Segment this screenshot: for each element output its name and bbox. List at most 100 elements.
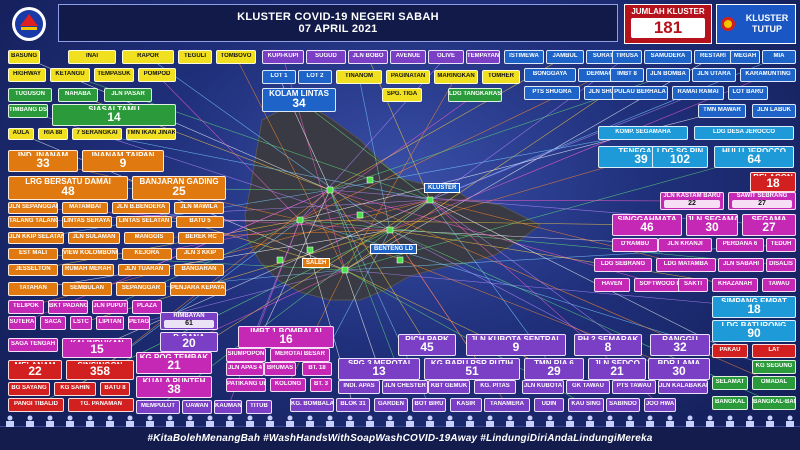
cluster-name: KHAZANAH (718, 280, 752, 287)
cluster-name: 7 SERANGKAI (76, 129, 118, 136)
person-icon (226, 421, 234, 427)
cluster-name: JLN KKIP SELATAN (9, 233, 63, 240)
cluster-count: 18 (766, 176, 780, 190)
cluster-name: BEREK RC (185, 233, 217, 240)
cluster-box: MATAMBAI (62, 202, 108, 214)
cluster-box: BASUNG (8, 50, 40, 64)
person-icon (746, 421, 754, 427)
cluster-name: TANAMERA (490, 400, 524, 407)
map-marker-icon (396, 256, 404, 264)
cluster-name: JLN LABUK (757, 106, 791, 113)
cluster-name: JLN MAWILA (180, 203, 218, 210)
cluster-box: JLN 3 KKIP (176, 248, 224, 260)
cluster-name: MANGGIS (134, 233, 164, 240)
cluster-box: LINTAS SELATAN (116, 216, 172, 228)
connector-line (329, 132, 644, 191)
cluster-name: BELACON (751, 173, 795, 176)
cluster-count: 45 (420, 340, 434, 354)
person-icon (586, 421, 594, 427)
cluster-box: KALINDUKAN15 (62, 338, 132, 358)
cluster-name: BANJARAN GADING (139, 177, 219, 184)
cluster-name: DISALIS (769, 260, 793, 267)
cluster-name: KG BARU PSR PUTIH (430, 359, 514, 364)
cluster-name: OLIVE (436, 52, 455, 59)
total-clusters-label: JUMLAH KLUSTER (631, 7, 705, 16)
cluster-count: 21 (167, 358, 181, 372)
cluster-name: SABINDO (609, 400, 637, 407)
cluster-box: PLAZA (132, 300, 162, 314)
cluster-name: HULU JEROCCO (721, 147, 786, 152)
cluster-name: PLAZA (137, 302, 157, 309)
person-icon (587, 415, 593, 421)
cluster-box: LOT BARU (728, 86, 768, 100)
person-icon (247, 415, 253, 421)
cluster-box: MEROTAI BESAR (270, 348, 330, 362)
cluster-name: TOMHER (488, 72, 514, 79)
connector-line (389, 229, 609, 346)
cluster-name: PH 2 SEMARAK (577, 335, 639, 340)
cluster-name: MIA (773, 52, 785, 59)
cluster-name: SINSINGON (67, 361, 133, 364)
title-bar: KLUSTER COVID-19 NEGERI SABAH 07 APRIL 2… (58, 4, 618, 42)
person-icon (86, 421, 94, 427)
cluster-name: SOFTWOOD LD (639, 280, 685, 287)
cluster-box: JLN PUPUT (92, 300, 128, 314)
cluster-name: TOMBOVO (220, 52, 252, 59)
cluster-box: RAMAI RAMAI (672, 86, 724, 100)
cluster-name: JLN SEGAMA (687, 215, 737, 220)
cluster-name: RAPOR (137, 52, 159, 59)
person-icon (547, 415, 553, 421)
person-icon (527, 415, 533, 421)
sabah-landmass (244, 99, 541, 301)
cluster-name: GK TAWAU (572, 382, 604, 389)
cluster-name: TATAHAN (19, 284, 47, 291)
cluster-name: SIMPANG EMPAT (721, 297, 787, 302)
cluster-name: KOLONG (274, 380, 302, 387)
cluster-name: RANGGU (662, 335, 698, 340)
cluster-name: INDI. APAS (343, 382, 375, 389)
cluster-name: LOT BARU (732, 88, 764, 95)
cluster-box: AVENUE (390, 50, 426, 64)
person-icon (286, 421, 294, 427)
person-icon (707, 415, 713, 421)
cluster-box: TATAHAN (8, 282, 58, 296)
person-icon (387, 415, 393, 421)
person-icon (786, 421, 794, 427)
cluster-box: PAKAU (712, 344, 748, 358)
person-icon (687, 415, 693, 421)
cluster-name: SURAT (592, 52, 614, 59)
person-icon (147, 415, 153, 421)
cluster-box: KOMP. SEGAMAHA (598, 126, 688, 140)
cluster-box: KARAMUNTING (740, 68, 796, 82)
cluster-box: JLN BOBO (348, 50, 388, 64)
person-icon (486, 421, 494, 427)
connector-line (298, 99, 431, 201)
cluster-name: SPG 3 MEROTAI (347, 359, 411, 364)
cluster-box: LDG TANGKARASON (448, 88, 502, 102)
cluster-box: PAGINATAN (386, 70, 430, 84)
cluster-name: KBT GEMUK (430, 382, 468, 389)
cluster-count: 8 (604, 340, 612, 354)
map-marker-icon (356, 211, 364, 219)
cluster-box: KASIR (450, 398, 482, 412)
cluster-box: D GANA20 (160, 332, 218, 352)
cluster-name: SEPANGGAR (121, 284, 161, 291)
cluster-box: PETAGAS (128, 316, 150, 330)
cluster-name: JLN PASAR (111, 90, 145, 97)
cluster-name: JLN 3 KKIP (183, 249, 217, 256)
cluster-name: INAI (86, 52, 98, 59)
cluster-box: JLN SULAMAN (68, 232, 120, 244)
cluster-name: KAU SING (571, 400, 601, 407)
cluster-box: PATIKANG ULU (226, 378, 266, 392)
cluster-name: TEMPASUK (97, 70, 131, 77)
person-icon (347, 415, 353, 421)
cluster-box: SAKTI (678, 278, 708, 292)
cluster-name: TIMBANG DS (9, 106, 47, 113)
cluster-name: BONGGAYA (532, 70, 568, 77)
